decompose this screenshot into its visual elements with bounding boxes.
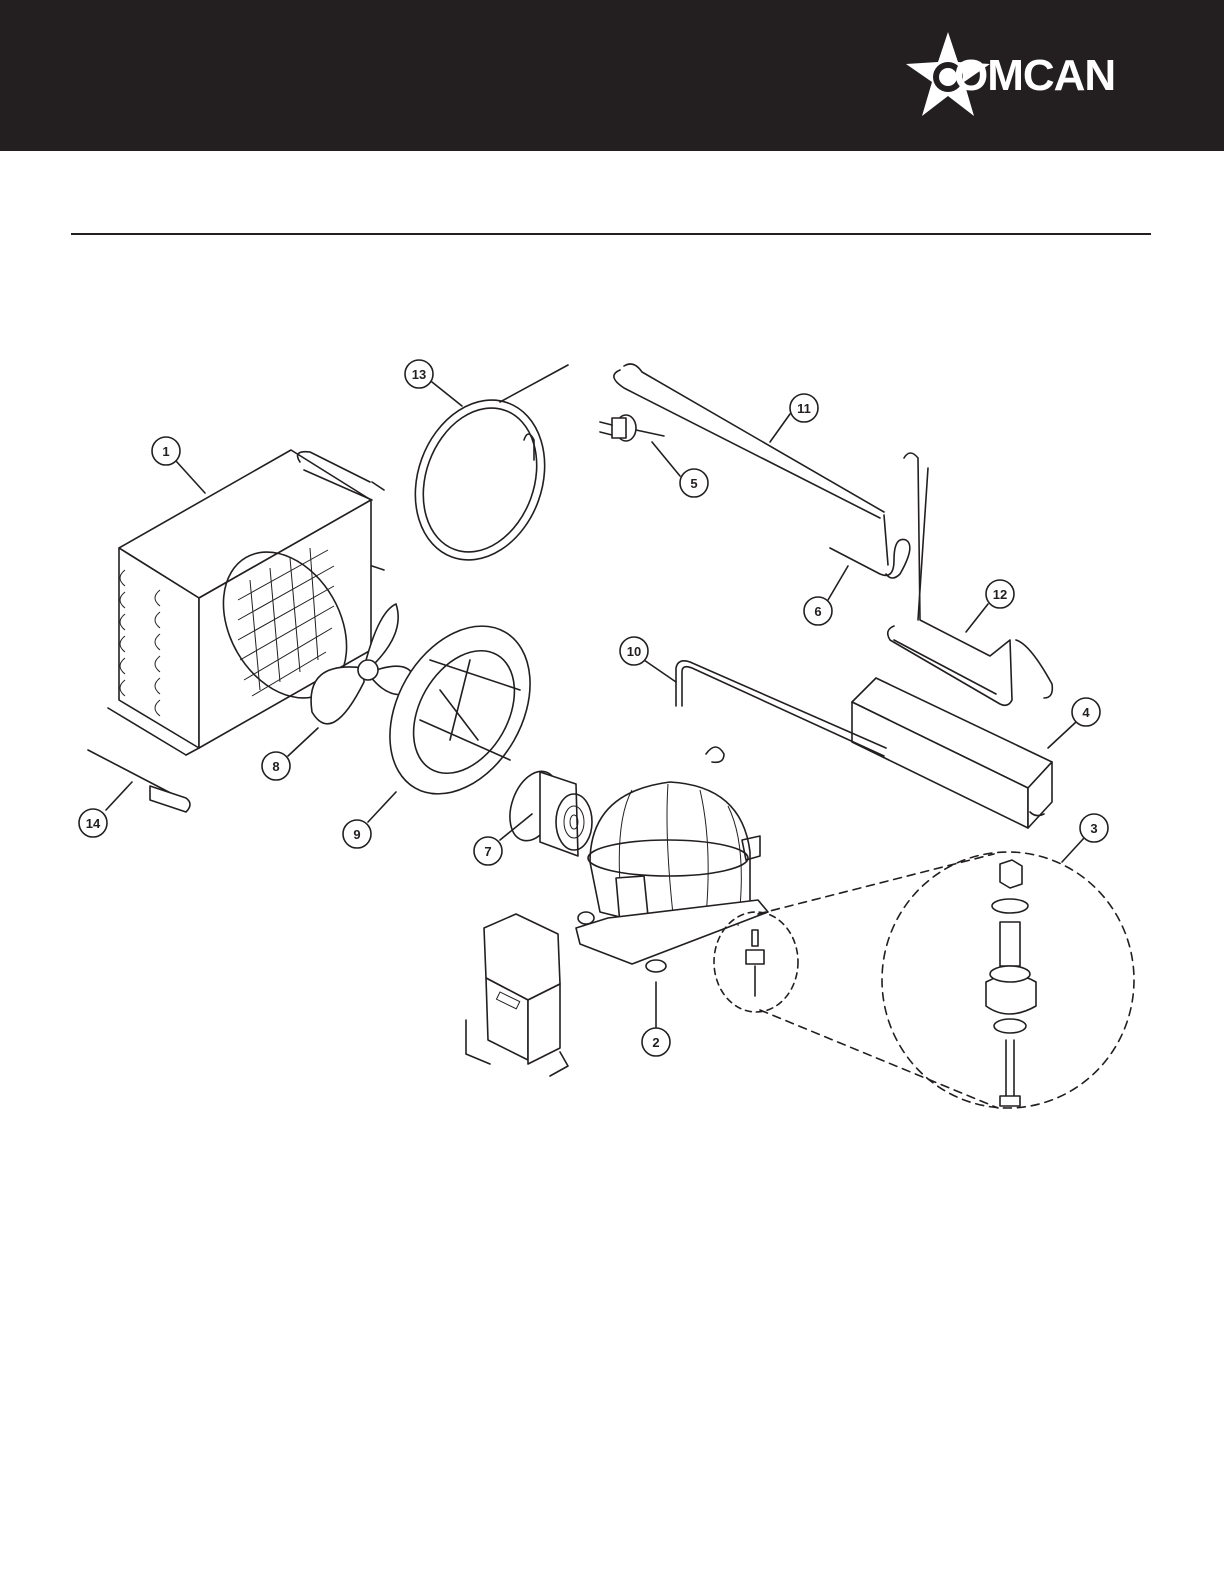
compressor xyxy=(576,747,768,972)
callout-label: 8 xyxy=(272,759,279,774)
callout-10: 10 xyxy=(620,637,648,665)
bent-tube xyxy=(830,515,910,578)
callout-12: 12 xyxy=(986,580,1014,608)
callout-label: 9 xyxy=(353,827,360,842)
callout-9: 9 xyxy=(343,820,371,848)
callout-label: 11 xyxy=(797,401,811,416)
callout-label: 10 xyxy=(627,644,641,659)
callout-label: 4 xyxy=(1082,705,1090,720)
callout-label: 14 xyxy=(86,816,101,831)
callout-8: 8 xyxy=(262,752,290,780)
callout-6: 6 xyxy=(804,597,832,625)
relay-box xyxy=(466,914,568,1076)
filter-drier xyxy=(600,415,664,441)
drain-coil xyxy=(888,453,1053,705)
callout-7: 7 xyxy=(474,837,502,865)
callout-label: 5 xyxy=(690,476,697,491)
callout-14: 14 xyxy=(79,809,107,837)
callout-1: 1 xyxy=(152,437,180,465)
callout-label: 1 xyxy=(162,444,169,459)
callout-13: 13 xyxy=(405,360,433,388)
callout-label: 13 xyxy=(412,367,426,382)
fan-motor xyxy=(501,765,592,856)
suction-tube xyxy=(614,364,884,518)
drain-pan xyxy=(852,678,1052,828)
mounting-hardware-detail xyxy=(714,852,1134,1108)
callout-label: 6 xyxy=(814,604,821,619)
coiled-tube xyxy=(394,365,568,578)
callout-3: 3 xyxy=(1080,814,1108,842)
callout-4: 4 xyxy=(1072,698,1100,726)
callout-label: 3 xyxy=(1090,821,1097,836)
callout-5: 5 xyxy=(680,469,708,497)
callout-2: 2 xyxy=(642,1028,670,1056)
callout-label: 2 xyxy=(652,1035,659,1050)
callout-label: 7 xyxy=(484,844,491,859)
callout-11: 11 xyxy=(790,394,818,422)
capillary-tube xyxy=(88,750,190,812)
callout-label: 12 xyxy=(993,587,1007,602)
